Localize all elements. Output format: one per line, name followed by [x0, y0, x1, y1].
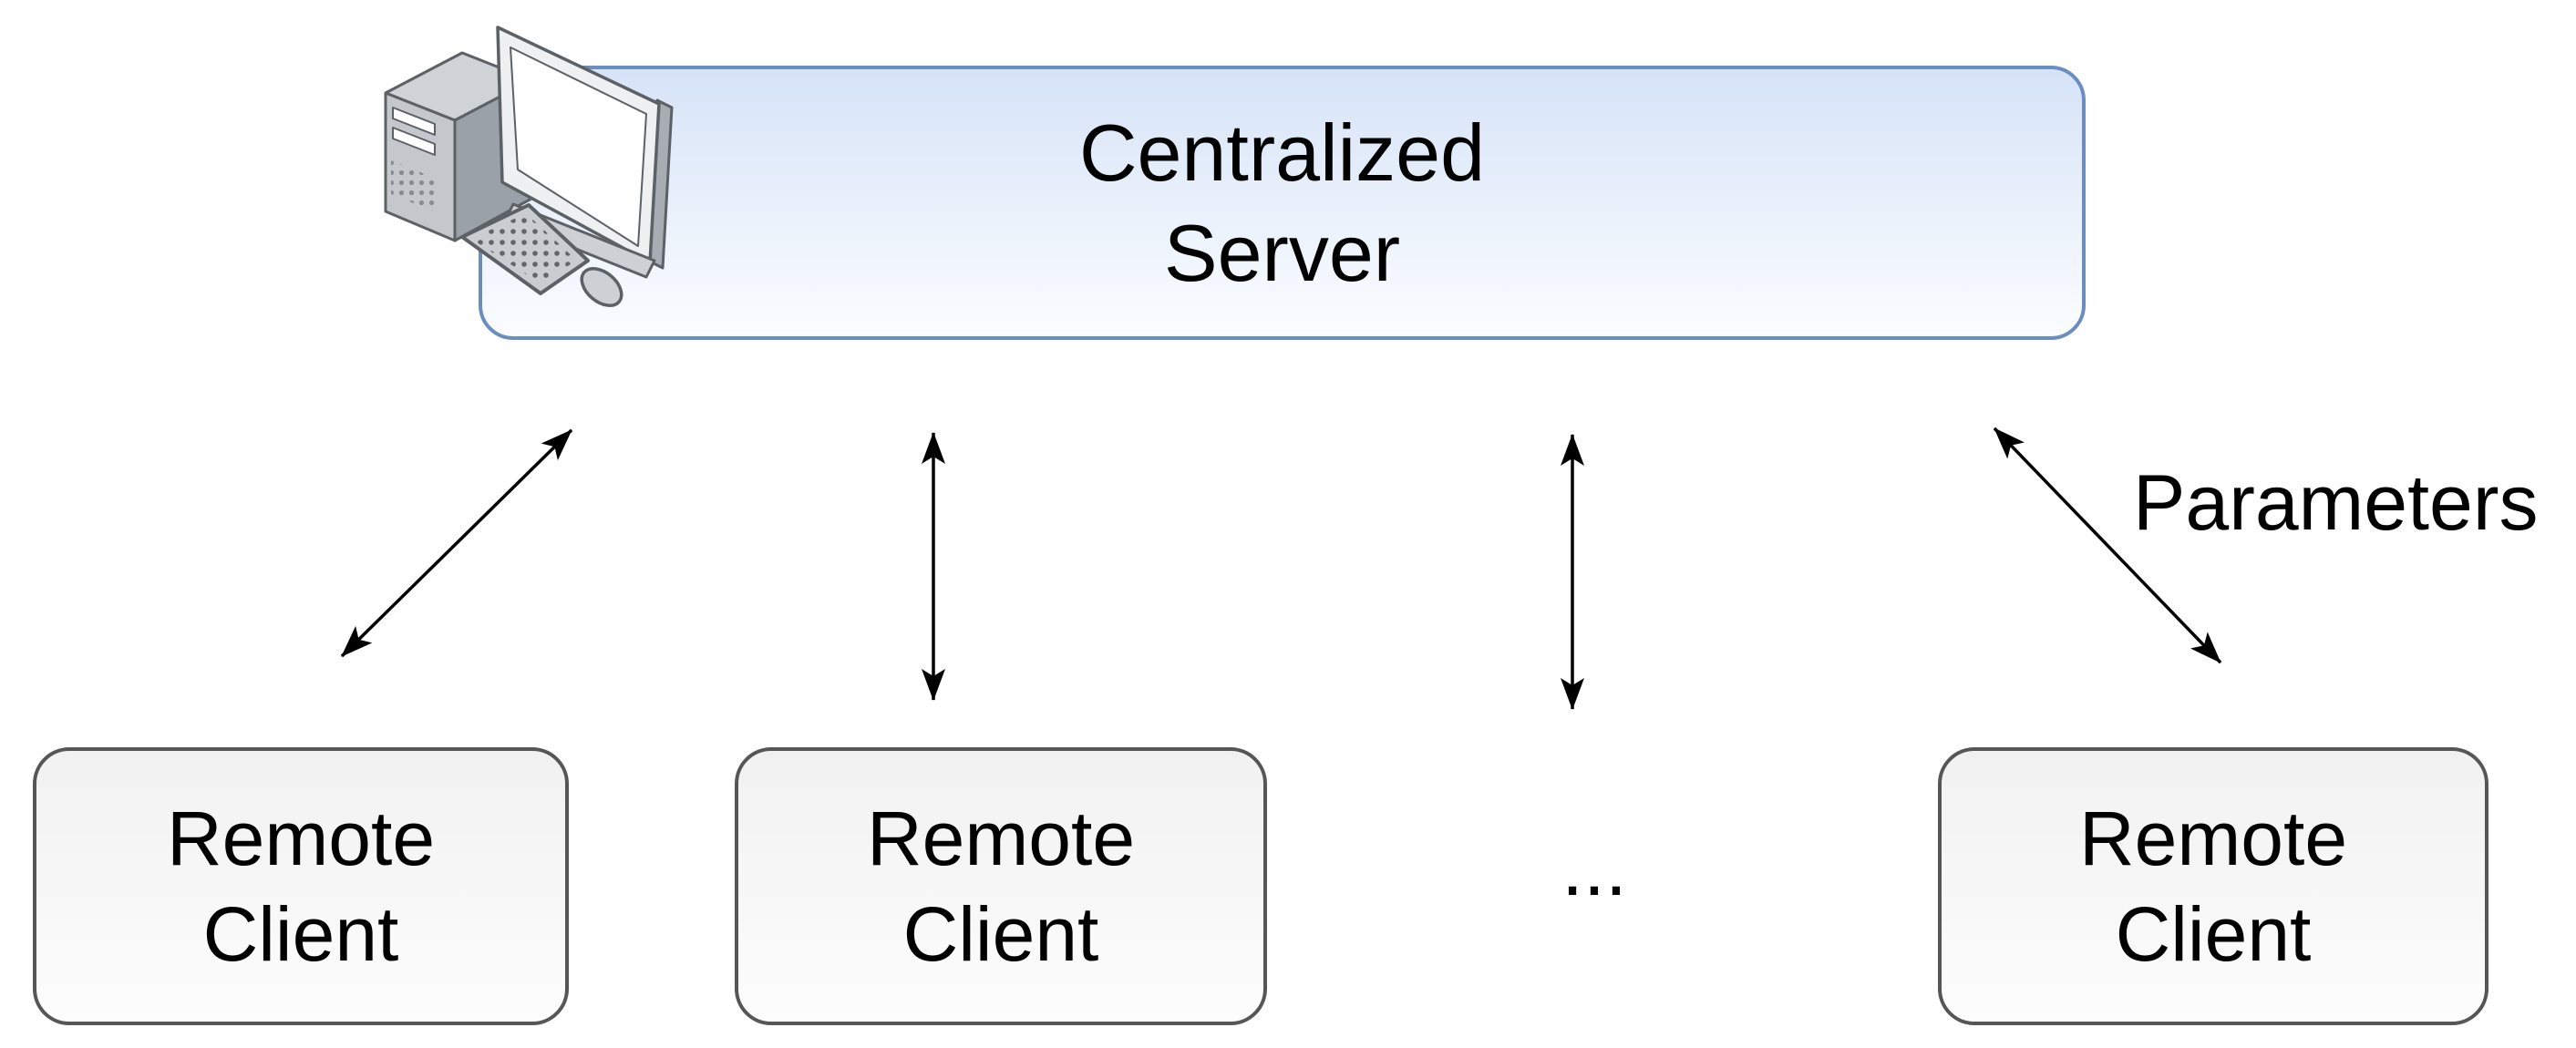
parameters-edge-label: Parameters: [2133, 459, 2539, 547]
server-client-arrows: [340, 426, 2222, 710]
more-clients-ellipsis: ...: [1561, 825, 1627, 912]
centralized-server-node: Centralized Server: [479, 66, 2086, 340]
remote-client-label-2: Remote Client: [866, 795, 1136, 977]
remote-client-label-3: Remote Client: [2078, 795, 2348, 977]
bidirectional-arrow-1: [340, 428, 573, 658]
remote-client-label-1: Remote Client: [166, 795, 436, 977]
remote-client-node-3: Remote Client: [1938, 747, 2488, 1025]
remote-client-node-2: Remote Client: [735, 747, 1267, 1025]
centralized-server-label: Centralized Server: [1078, 107, 1486, 298]
remote-client-node-1: Remote Client: [33, 747, 569, 1025]
